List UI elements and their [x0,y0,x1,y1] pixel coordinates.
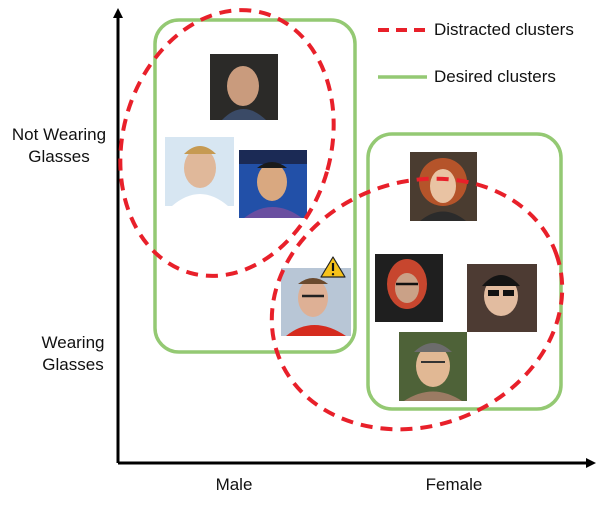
y-label-not-wearing-glasses: Not Wearing Glasses [0,124,118,168]
y-label-wearing-line1: Wearing [41,333,105,352]
x-label-male: Male [215,475,253,494]
photo-female-top [410,152,477,221]
photo-male-right [239,150,307,218]
y-label-not-wearing-line2: Glasses [28,147,90,166]
desired-cluster-male [153,18,357,354]
photo-male-glasses [281,268,351,336]
photo-female-hood [375,254,443,322]
distracted-cluster-top [118,8,336,278]
legend-desired-label: Desired clusters [434,67,556,86]
desired-cluster-female [366,132,563,411]
photo-female-sunglasses [467,264,537,332]
y-label-wearing-glasses: Wearing Glasses [14,332,132,376]
distracted-cluster-bottom [269,176,565,432]
photo-male-left [165,137,234,206]
legend-distracted-label: Distracted clusters [434,20,574,39]
warning-icon [320,256,346,278]
x-label-female: Female [425,475,483,494]
y-label-wearing-line2: Glasses [42,355,104,374]
y-label-not-wearing-line1: Not Wearing [11,125,107,144]
photo-male-top [210,54,278,120]
photo-female-bottom [399,332,467,401]
